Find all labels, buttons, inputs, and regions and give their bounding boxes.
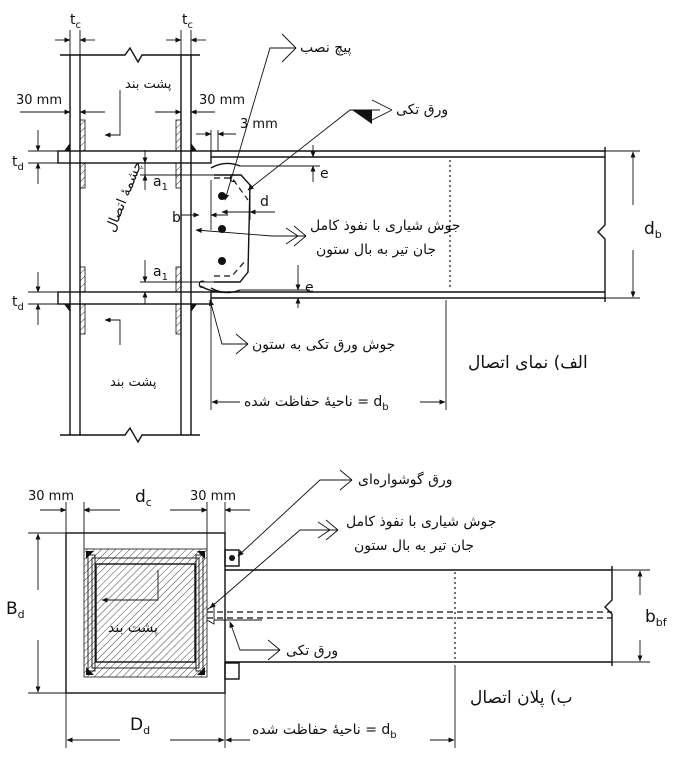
plan-single-plate-label: ورق تکی bbox=[286, 643, 338, 659]
a1-top-label: a1 bbox=[153, 174, 168, 193]
plan-backing-label: پشت بند bbox=[108, 620, 158, 636]
d-label: d bbox=[260, 194, 269, 210]
c-top-label: c bbox=[229, 171, 236, 186]
c-bottom-label: c bbox=[198, 277, 205, 292]
cjp-line2: جان تیر به بال ستون bbox=[316, 242, 436, 258]
erection-bolt-label: پیچ نصب bbox=[300, 40, 351, 56]
cjp-line1: جوش شیاری با نفوذ کامل bbox=[310, 218, 460, 234]
plate-weld-label: جوش ورق تکی به ستون bbox=[252, 337, 395, 353]
plan-mm30-left: 30 mm bbox=[28, 489, 74, 504]
e-top-label: e bbox=[320, 166, 329, 182]
mm3-label: 3 mm bbox=[240, 117, 278, 132]
e-bottom-label: e bbox=[305, 280, 314, 296]
elevation-view: tc tc پشت بند 30 mm 30 mm پیچ نصب ورق تک… bbox=[12, 12, 662, 444]
protected-zone-label: ناحیهٔ حفاظت شده = db bbox=[244, 394, 389, 413]
td-bottom-label: td bbox=[12, 294, 24, 313]
plan-view: 30 mm dc 30 mm ورق گوشواره‌ای جوش شیاری … bbox=[6, 469, 668, 748]
b-label: b bbox=[172, 210, 181, 226]
tc-left-label: tc bbox=[70, 12, 81, 31]
plan-caption: ب) پلان اتصال bbox=[470, 688, 573, 708]
plan-Bd-label: Bd bbox=[6, 599, 25, 621]
db-label: db bbox=[644, 219, 662, 241]
mm30-right-label: 30 mm bbox=[199, 93, 245, 108]
td-top-label: td bbox=[12, 154, 24, 173]
backing-top-label: پشت بند bbox=[125, 77, 172, 92]
plan-protected-zone-label: ناحیهٔ حفاظت شده = db bbox=[252, 722, 397, 741]
elevation-caption: الف) نمای اتصال bbox=[468, 353, 588, 373]
plan-Dd-label: Dd bbox=[130, 715, 150, 737]
plan-cjp-line2: جان تیر به بال ستون bbox=[354, 538, 474, 554]
backing-bottom-label: پشت بند bbox=[110, 375, 157, 390]
plan-dc-label: dc bbox=[135, 487, 152, 509]
gusset-label: ورق گوشواره‌ای bbox=[358, 471, 453, 488]
single-plate-label: ورق تکی bbox=[396, 102, 448, 118]
plan-bbf-label: bbf bbox=[645, 607, 668, 629]
mm30-left-label: 30 mm bbox=[16, 93, 62, 108]
plan-mm30-right: 30 mm bbox=[190, 489, 236, 504]
tc-right-label: tc bbox=[182, 12, 193, 31]
a1-bottom-label: a1 bbox=[153, 264, 168, 283]
plan-cjp-line1: جوش شیاری با نفوذ کامل bbox=[346, 514, 496, 530]
panel-zone-label: چشمهٔ اتصال bbox=[103, 158, 146, 234]
